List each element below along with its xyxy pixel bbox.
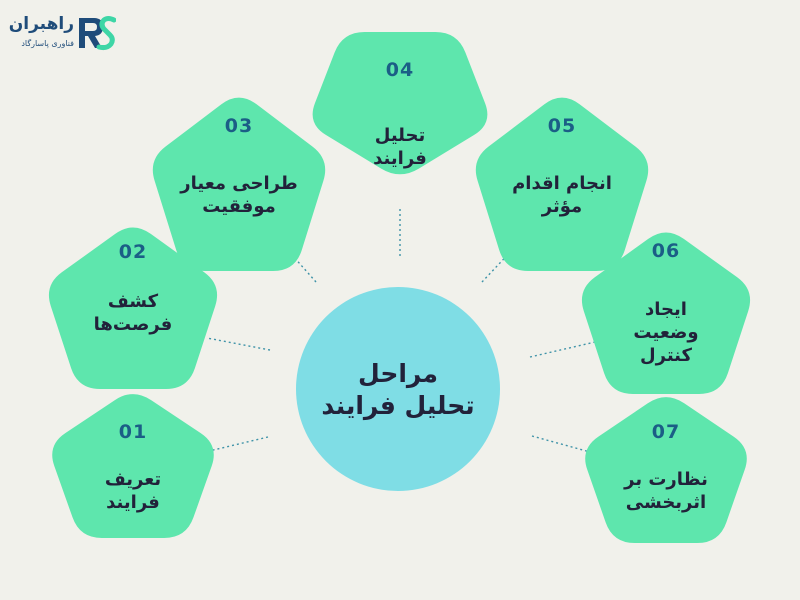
- stage-label-05: انجام اقدام مؤثر: [512, 173, 612, 217]
- stage-pentagon-02: [48, 227, 218, 389]
- stage-number-06: 06: [651, 240, 681, 262]
- connector-02: [206, 337, 271, 351]
- stage-pentagon-01: [52, 394, 214, 538]
- stage-pentagon-04: [312, 32, 488, 175]
- stage-label-01: تعریف فرایند: [104, 469, 162, 513]
- stage-number-05: 05: [547, 115, 577, 137]
- stage-pentagon-07: [585, 397, 747, 543]
- logo-tagline: فناوری پاسارگاد: [21, 39, 74, 48]
- stage-number-03: 03: [224, 115, 254, 137]
- stage-label-07: نظارت بر اثربخشی: [624, 469, 708, 513]
- stage-pentagon-03: [152, 97, 326, 272]
- connector-01: [204, 436, 269, 453]
- stage-pentagon-06: [581, 232, 751, 394]
- stage-label-06: ایجاد وضعیت کنترل: [633, 298, 699, 366]
- logo: راهبران فناوری پاسارگاد: [4, 10, 116, 58]
- connector-06: [529, 341, 596, 358]
- connector-07: [531, 435, 591, 453]
- stage-label-03: طراحی معیار موفقیت: [180, 173, 298, 217]
- rs-logo-icon: [79, 16, 116, 51]
- logo-name: راهبران: [8, 14, 74, 34]
- pentagons: [48, 32, 751, 543]
- stage-label-02: کشف فرصت‌ها: [93, 291, 173, 335]
- stage-pentagon-05: [475, 97, 649, 272]
- stage-number-04: 04: [385, 59, 415, 81]
- stage-number-01: 01: [118, 421, 148, 443]
- stage-number-07: 07: [651, 421, 681, 443]
- stage-label-04: تحلیل فرایند: [373, 125, 427, 169]
- hub-title: مراحل تحلیل فرایند: [321, 359, 475, 420]
- stage-number-02: 02: [118, 241, 148, 263]
- hub-circle: [296, 287, 500, 491]
